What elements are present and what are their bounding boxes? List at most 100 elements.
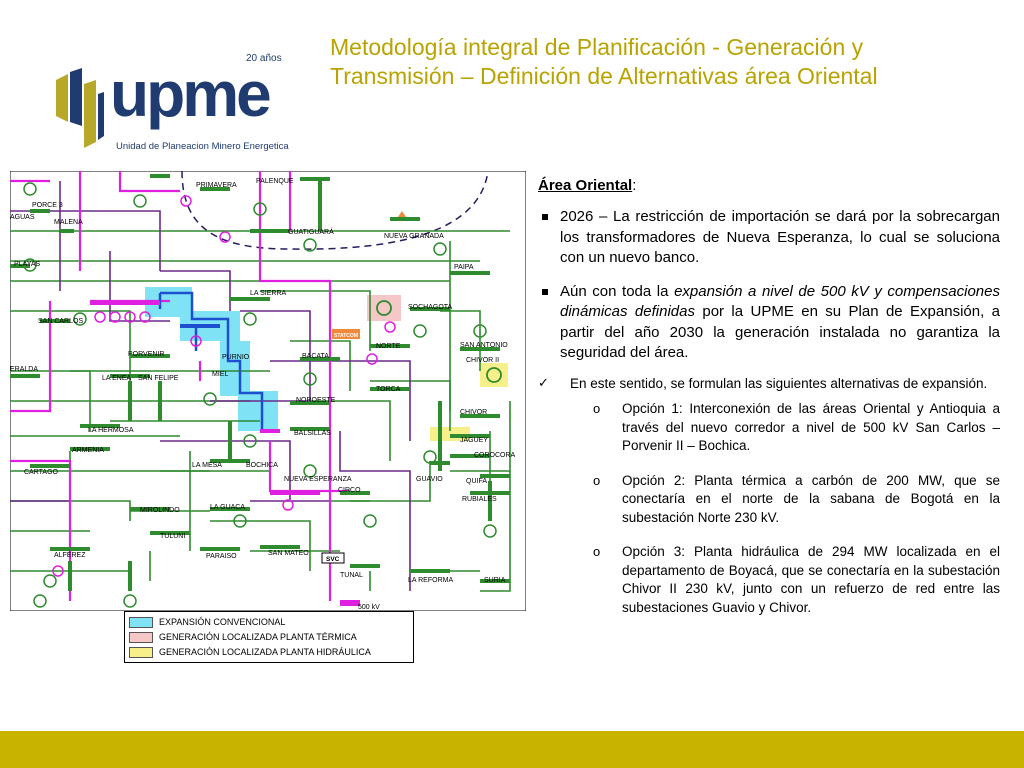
label-la-sierra: LA SIERRA	[250, 290, 287, 297]
circle-bullet-icon: o	[593, 544, 601, 559]
check-text: En este sentido, se formulan las siguien…	[570, 375, 988, 391]
generator-icon-highlighted	[376, 300, 502, 383]
circle-bullet-icon: o	[593, 401, 601, 416]
footer-bar	[0, 731, 1024, 768]
substation-labels: PORCE 3 AGUAS MALENA PRIMAVERA PALENQUE …	[10, 178, 516, 611]
label-la-hermosa: LA HERMOSA	[88, 427, 134, 434]
hydro-highlight-chivor-ii	[480, 363, 508, 387]
label-cartago: CARTAGO	[24, 469, 59, 476]
label-rubiales: RUBIALES	[462, 496, 497, 503]
label-noroeste: NOROESTE	[296, 397, 336, 404]
label-palenque: PALENQUE	[256, 178, 294, 185]
label-mirolindo: MIROLINDO	[140, 507, 180, 514]
expansion-highlight-4	[238, 391, 278, 431]
label-suria: SURIA	[484, 577, 506, 584]
svc-box	[321, 552, 345, 564]
label-malena: MALENA	[54, 219, 83, 226]
label-san-carlos: SAN CARLOS	[38, 318, 83, 325]
legend-label-hydro: GENERACIÓN LOCALIZADA PLANTA HIDRÁULICA	[159, 647, 371, 657]
area-title-colon: :	[632, 177, 637, 194]
label-porce-3: PORCE 3	[32, 202, 63, 209]
network-diagram: PORCE 3 AGUAS MALENA PRIMAVERA PALENQUE …	[10, 171, 526, 611]
option-item-1: o Opción 1: Interconexión de las áreas O…	[538, 400, 1000, 456]
bullet-text-1: 2026 – La restricción de importación se …	[560, 208, 1000, 266]
logo-years: 20 años	[246, 53, 282, 64]
label-miel: MIEL	[212, 371, 228, 378]
bullet-item-1: 2026 – La restricción de importación se …	[538, 207, 1000, 269]
label-nueva-esperanza: NUEVA ESPERANZA	[284, 476, 352, 483]
label-guatiguara: GUATIGUARÁ	[288, 227, 334, 236]
title-line-2: Transmisión – Definición de Alternativas…	[330, 63, 878, 89]
label-paraiso: PARAISO	[206, 553, 237, 560]
label-armenia: ARMENIA	[72, 447, 104, 454]
bullet-text-2-emphasis: expansión a nivel de 500 kV y compensaci…	[560, 282, 1000, 321]
square-bullet-icon	[542, 214, 548, 220]
label-tunal: TUNAL	[340, 572, 363, 579]
label-san-mateo: SAN MATEO	[268, 550, 309, 557]
label-jaguey: JAGUEY	[460, 437, 488, 444]
label-statcom: STATCOM	[334, 333, 358, 339]
expansion-highlight-3	[220, 341, 250, 396]
statcom-box	[332, 329, 360, 339]
label-porvenir: PORVENIR	[128, 351, 164, 358]
diagram-legend: EXPANSIÓN CONVENCIONAL GENERACIÓN LOCALI…	[124, 611, 414, 663]
legend-item-thermal: GENERACIÓN LOCALIZADA PLANTA TÉRMICA	[129, 630, 357, 644]
label-balsillas: BALSILLAS	[294, 430, 331, 437]
label-guavio: GUAVIO	[416, 476, 443, 483]
logo-subtitle: Unidad de Planeacion Minero Energetica	[116, 141, 289, 152]
label-circo: CIRCO	[338, 487, 361, 494]
label-san-felipe: SAN FELIPE	[138, 375, 179, 382]
label-la-guaca: LA GUACA	[210, 504, 245, 511]
check-item: ✓ En este sentido, se formulan las sigui…	[538, 375, 1000, 394]
label-bochica: BOCHICA	[246, 462, 278, 469]
bullet-text-2-post: por la UPME en su Plan de Expansión, a p…	[560, 303, 1000, 361]
page-title: Metodología integral de Planificación - …	[330, 33, 1020, 91]
label-chivor: CHIVOR	[460, 409, 487, 416]
label-la-mesa: LA MESA	[192, 462, 222, 469]
upme-logo-mark: upme	[56, 58, 273, 148]
label-norte: NORTE	[376, 343, 401, 350]
label-la-enea: LA ENEA	[102, 375, 132, 382]
title-line-1: Metodología integral de Planificación - …	[330, 34, 864, 60]
svg-text:upme: upme	[110, 58, 270, 130]
label-chivor-ii: CHIVOR II	[466, 357, 499, 364]
option-text-1: Opción 1: Interconexión de las áreas Ori…	[622, 401, 1000, 453]
label-500kv: 500 kV	[358, 604, 380, 611]
label-la-reforma: LA REFORMA	[408, 577, 453, 584]
label-paipa: PAIPA	[454, 264, 474, 271]
option-item-3: o Opción 3: Planta hidráulica de 294 MW …	[538, 543, 1000, 617]
bus-bars-500kv	[90, 301, 320, 495]
label-svc: SVC	[326, 556, 340, 563]
label-primavera: PRIMAVERA	[196, 182, 237, 189]
nueva-granada-marker	[398, 211, 406, 217]
legend-item-hydro: GENERACIÓN LOCALIZADA PLANTA HIDRÁULICA	[129, 645, 371, 659]
area-boundary-dashed	[181, 171, 489, 250]
bullet-text-2-pre: Aún con toda la	[560, 282, 675, 300]
circle-bullet-icon: o	[593, 472, 601, 488]
label-corocora: COROCORA	[474, 452, 516, 459]
content-panel: Área Oriental: 2026 – La restricción de …	[538, 176, 1000, 633]
leaf-icon	[56, 68, 104, 148]
thermal-highlight	[367, 295, 401, 321]
area-title: Área Oriental	[538, 177, 633, 194]
legend-label-conventional: EXPANSIÓN CONVENCIONAL	[159, 617, 286, 627]
legend-item-conventional: EXPANSIÓN CONVENCIONAL	[129, 615, 285, 629]
label-tuluni: TULUNI	[160, 533, 185, 540]
label-purnio: PURNIO	[222, 354, 250, 361]
square-bullet-icon	[542, 288, 548, 295]
legend-label-thermal: GENERACIÓN LOCALIZADA PLANTA TÉRMICA	[159, 632, 357, 642]
option-text-2: Opción 2: Planta térmica a carbón de 200…	[622, 472, 1000, 525]
label-eralda: ERALDA	[10, 366, 38, 373]
label-bacata: BACATA	[302, 353, 329, 360]
area-heading: Área Oriental:	[538, 176, 1000, 195]
label-sochagota: SOCHAGOTA	[408, 304, 453, 311]
label-torca: TORCA	[376, 386, 401, 393]
option-item-2: o Opción 2: Planta térmica a carbón de 2…	[538, 472, 1000, 528]
label-playas: PLAYAS	[14, 261, 41, 268]
checkmark-icon: ✓	[538, 374, 549, 390]
option-text-3: Opción 3: Planta hidráulica de 294 MW lo…	[622, 544, 1000, 615]
bullet-item-2: Aún con toda la expansión a nivel de 500…	[538, 282, 1000, 364]
bus-bars-vertical	[68, 181, 492, 591]
legend-swatch-hydro	[129, 646, 153, 658]
upme-logo: upme	[50, 50, 290, 160]
